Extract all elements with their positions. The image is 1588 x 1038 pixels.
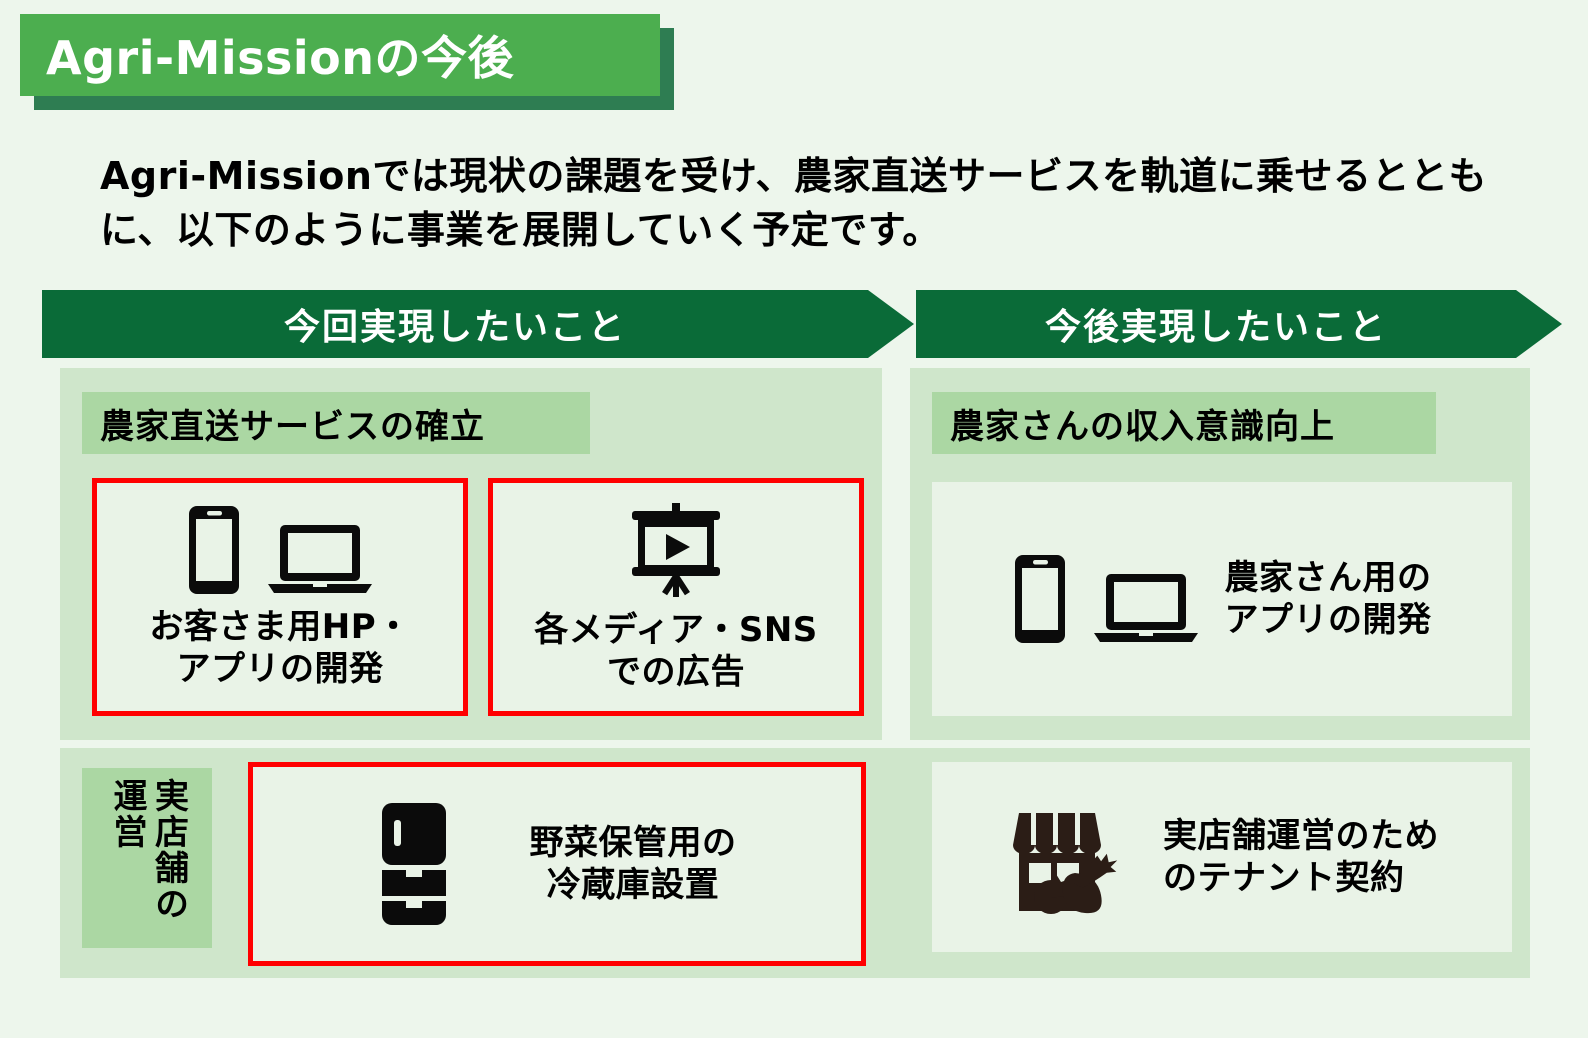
intro-paragraph: Agri-Missionでは現状の課題を受け、農家直送サービスを軌道に乗せるとと… [100,154,1488,252]
column-header-future: 今後実現したいこと [916,290,1562,358]
laptop-icon [1093,571,1199,645]
storefront-vegetables-icon [1005,799,1129,915]
section-header-service: 農家直送サービスの確立 [82,392,590,454]
column-header-future-label: 今後実現したいこと [1044,307,1387,348]
card-customer-app[interactable]: お客さま用HP・ アプリの開発 [92,478,468,716]
card-media-ads-label: 各メディア・SNS での広告 [534,609,818,692]
title-banner: Agri-Missionの今後 [20,14,674,110]
card-farmer-app[interactable]: 農家さん用の アプリの開発 [932,482,1512,716]
card-farmer-app-label: 農家さん用の アプリの開発 [1224,557,1432,640]
card-media-ads[interactable]: 各メディア・SNS での広告 [488,478,864,716]
vertical-label-store-operation: 実店舗の運営 [82,768,212,948]
title-box: Agri-Missionの今後 [20,14,660,96]
vertical-label-text: 実店舗の運営 [107,778,189,922]
card-tenant-contract[interactable]: 実店舗運営のため のテナント契約 [932,762,1512,952]
card-customer-app-label: お客さま用HP・ アプリの開発 [149,606,411,689]
column-header-now-label: 今回実現したいこと [283,307,626,348]
laptop-icon [267,522,373,596]
page-title: Agri-Missionの今後 [46,31,514,85]
device-icon-group [187,504,373,596]
refrigerator-icon [378,803,450,925]
column-header-now: 今回実現したいこと [42,290,914,358]
card-tenant-contract-label: 実店舗運営のため のテナント契約 [1163,815,1439,898]
smartphone-icon [1013,553,1067,645]
section-header-income: 農家さんの収入意識向上 [932,392,1436,454]
presentation-play-icon [624,501,728,599]
smartphone-icon [187,504,241,596]
card-refrigerator[interactable]: 野菜保管用の 冷蔵庫設置 [248,762,866,966]
device-icon-group [1013,553,1199,645]
card-refrigerator-label: 野菜保管用の 冷蔵庫設置 [529,822,737,905]
